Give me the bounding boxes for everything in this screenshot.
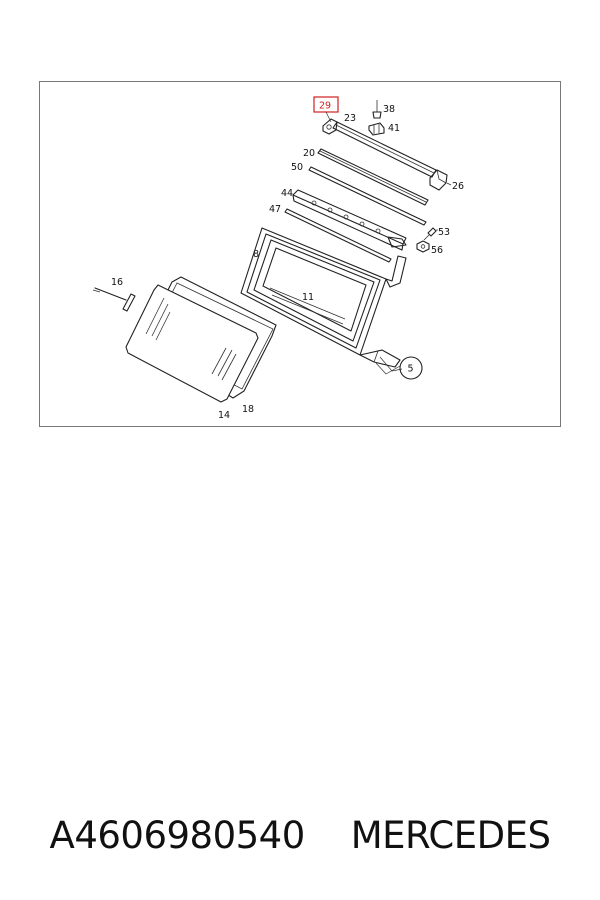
leader-5 [385, 365, 401, 375]
callout-53[interactable]: 53 [438, 227, 450, 238]
part-50-rod [308, 166, 427, 226]
part-16-tool [92, 287, 136, 312]
part-26-end-cap [429, 169, 452, 191]
part-44-bracket-strip [292, 189, 407, 251]
part-23-rail [332, 121, 437, 178]
callout-44[interactable]: 44 [281, 188, 293, 199]
part-56-nut [416, 240, 430, 253]
part-53-screw [423, 227, 438, 241]
callout-38[interactable]: 38 [383, 104, 395, 115]
callout-26[interactable]: 26 [452, 181, 464, 192]
parts-diagram: 29 38 23 41 26 [39, 81, 561, 427]
callout-5[interactable]: 5 [408, 364, 414, 375]
part-14-glass-pane [125, 284, 259, 403]
part-47-rod [284, 208, 392, 263]
callout-41[interactable]: 41 [388, 123, 400, 134]
part-29-end-cap [322, 118, 338, 135]
callout-18[interactable]: 18 [242, 404, 254, 415]
exploded-view-drawing: 29 38 23 41 26 [92, 96, 464, 421]
callout-14[interactable]: 14 [218, 410, 230, 421]
part-info-footer: A4606980540 MERCEDES [0, 800, 600, 870]
callout-11[interactable]: 11 [302, 292, 314, 303]
part-20-seal-strip [317, 148, 429, 206]
part-38-screw [372, 100, 382, 119]
part-41-clip [368, 122, 385, 136]
brand-name: MERCEDES [350, 813, 551, 857]
callout-16[interactable]: 16 [111, 277, 123, 288]
callout-20[interactable]: 20 [303, 148, 315, 159]
callout-8[interactable]: 8 [253, 249, 259, 260]
callout-47[interactable]: 47 [269, 204, 281, 215]
callout-23[interactable]: 23 [344, 113, 356, 124]
callout-5-circle[interactable] [399, 356, 423, 380]
callout-56[interactable]: 56 [431, 245, 443, 256]
callout-50[interactable]: 50 [291, 162, 303, 173]
part-8-window-frame [240, 227, 407, 375]
part-number: A4606980540 [49, 813, 306, 857]
callout-29[interactable]: 29 [319, 101, 331, 112]
